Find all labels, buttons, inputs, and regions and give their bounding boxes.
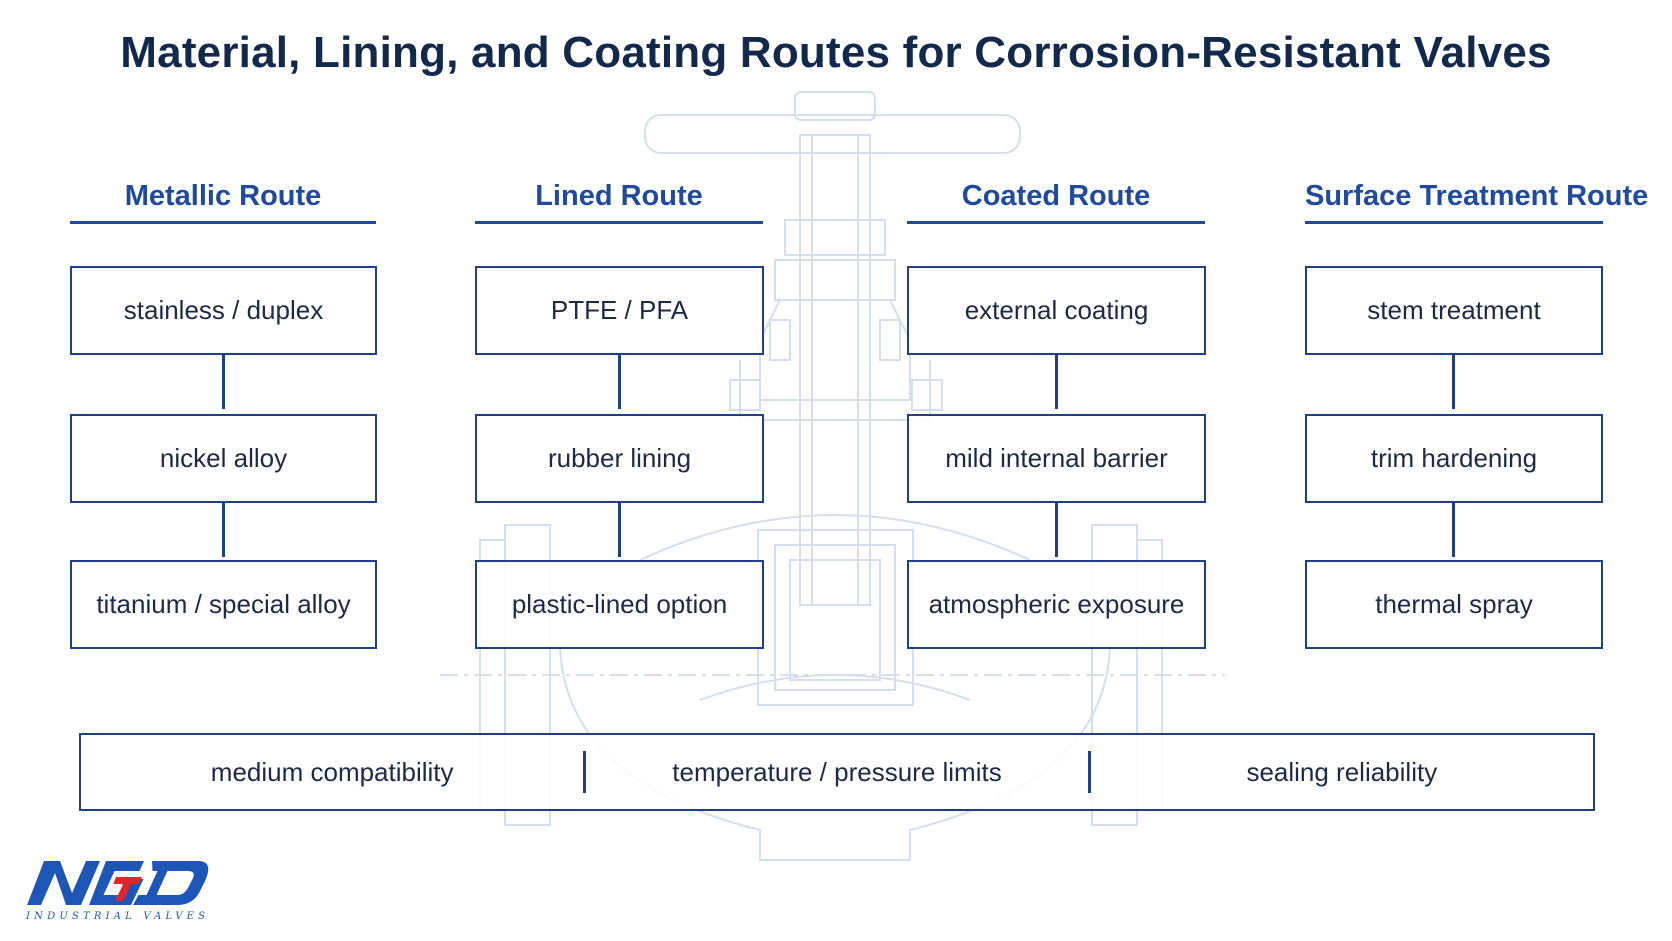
lined-step-2: rubber lining bbox=[475, 414, 764, 503]
page-title: Material, Lining, and Coating Routes for… bbox=[120, 28, 1552, 77]
coated-connector-2 bbox=[1055, 503, 1058, 557]
coated-step-1: external coating bbox=[907, 266, 1206, 355]
metallic-step-2: nickel alloy bbox=[70, 414, 377, 503]
criteria-bar: medium compatibility temperature / press… bbox=[79, 733, 1595, 811]
criterion-medium-compatibility: medium compatibility bbox=[210, 756, 454, 787]
coated-route-heading: Coated Route bbox=[907, 180, 1205, 224]
criteria-divider bbox=[583, 751, 586, 793]
surface-step-1: stem treatment bbox=[1305, 266, 1603, 355]
coated-step-2: mild internal barrier bbox=[907, 414, 1206, 503]
metallic-step-3: titanium / special alloy bbox=[70, 560, 377, 649]
logo-tagline: INDUSTRIAL VALVES bbox=[25, 911, 209, 922]
lined-connector-2 bbox=[618, 503, 621, 557]
lined-connector-1 bbox=[618, 355, 621, 409]
lined-step-3: plastic-lined option bbox=[475, 560, 764, 649]
lined-route-heading: Lined Route bbox=[475, 180, 763, 224]
coated-connector-1 bbox=[1055, 355, 1058, 409]
metallic-connector-2 bbox=[222, 503, 225, 557]
surface-step-2: trim hardening bbox=[1305, 414, 1603, 503]
surface-connector-2 bbox=[1452, 503, 1455, 557]
ntgd-logo: INDUSTRIAL VALVES bbox=[25, 861, 209, 922]
metallic-connector-1 bbox=[222, 355, 225, 409]
surface-connector-1 bbox=[1452, 355, 1455, 409]
surface-treatment-route-heading: Surface Treatment Route bbox=[1305, 180, 1648, 224]
criteria-divider bbox=[1088, 751, 1091, 793]
lined-step-1: PTFE / PFA bbox=[475, 266, 764, 355]
surface-step-3: thermal spray bbox=[1305, 560, 1603, 649]
metallic-step-1: stainless / duplex bbox=[70, 266, 377, 355]
criterion-sealing-reliability: sealing reliability bbox=[1246, 756, 1438, 787]
metallic-route-heading: Metallic Route bbox=[70, 180, 376, 224]
coated-step-3: atmospheric exposure bbox=[907, 560, 1206, 649]
criterion-temperature-pressure: temperature / pressure limits bbox=[672, 756, 1002, 787]
